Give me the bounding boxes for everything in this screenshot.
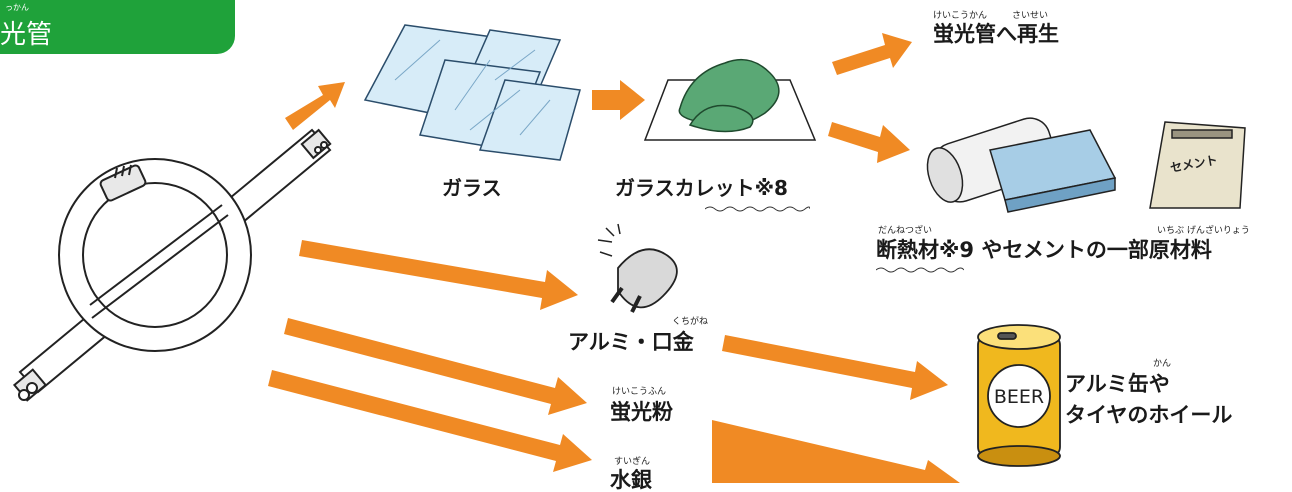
label-mercury: 水銀 bbox=[610, 468, 652, 492]
label-regen: 蛍光管へ再生 bbox=[933, 22, 1059, 46]
arrow-to-cullet bbox=[592, 80, 645, 120]
phosphor-ruby: けいこうふん bbox=[612, 387, 667, 397]
label-can-line1: アルミ缶や bbox=[1065, 372, 1170, 396]
beer-can-illustration: BEER bbox=[977, 324, 1061, 467]
cullet-wavy-underline bbox=[705, 206, 810, 212]
insulation-ruby-a: だんねつざい bbox=[878, 226, 933, 236]
label-phosphor: 蛍光粉 bbox=[610, 400, 673, 424]
arrow-to-insulation bbox=[828, 122, 910, 163]
label-cullet: ガラスカレット※8 bbox=[615, 176, 788, 200]
header-tag: っかん 光管 bbox=[0, 0, 235, 54]
label-insulation: 断熱材※9 やセメントの一部原材料 bbox=[876, 238, 1212, 262]
arrow-to-mercury bbox=[268, 370, 592, 472]
header-ruby: っかん bbox=[5, 3, 29, 12]
arrow-to-can bbox=[722, 335, 948, 400]
header-title: 光管 bbox=[0, 20, 53, 50]
metal-cap-illustration bbox=[597, 223, 678, 313]
arrow-to-regen bbox=[832, 33, 912, 75]
label-can-line2: タイヤのホイール bbox=[1065, 403, 1233, 427]
fluorescent-tube-illustration bbox=[12, 128, 332, 402]
arrow-to-phosphor bbox=[284, 318, 587, 415]
arrow-phosphor-onward bbox=[712, 420, 960, 483]
regen-ruby-a: けいこうかん bbox=[933, 11, 988, 21]
insulation-cement-illustration bbox=[926, 117, 1246, 213]
beer-label: BEER bbox=[994, 386, 1044, 408]
insulation-wavy-underline bbox=[876, 267, 964, 273]
regen-ruby-b: さいせい bbox=[1012, 11, 1049, 21]
insulation-ruby-b: いちぶ げんざいりょう bbox=[1157, 226, 1250, 236]
glass-sheets-illustration bbox=[363, 24, 581, 161]
label-alumi: アルミ・口金 bbox=[568, 330, 694, 354]
mercury-ruby: すいぎん bbox=[614, 457, 651, 467]
alumi-ruby: くちがね bbox=[672, 317, 709, 327]
arrow-to-alumi bbox=[299, 240, 578, 310]
flow-arrows bbox=[268, 33, 960, 483]
can-ruby: かん bbox=[1153, 359, 1172, 369]
label-glass: ガラス bbox=[442, 176, 502, 200]
glass-cullet-illustration bbox=[643, 58, 817, 141]
arrow-to-glass bbox=[285, 82, 345, 130]
